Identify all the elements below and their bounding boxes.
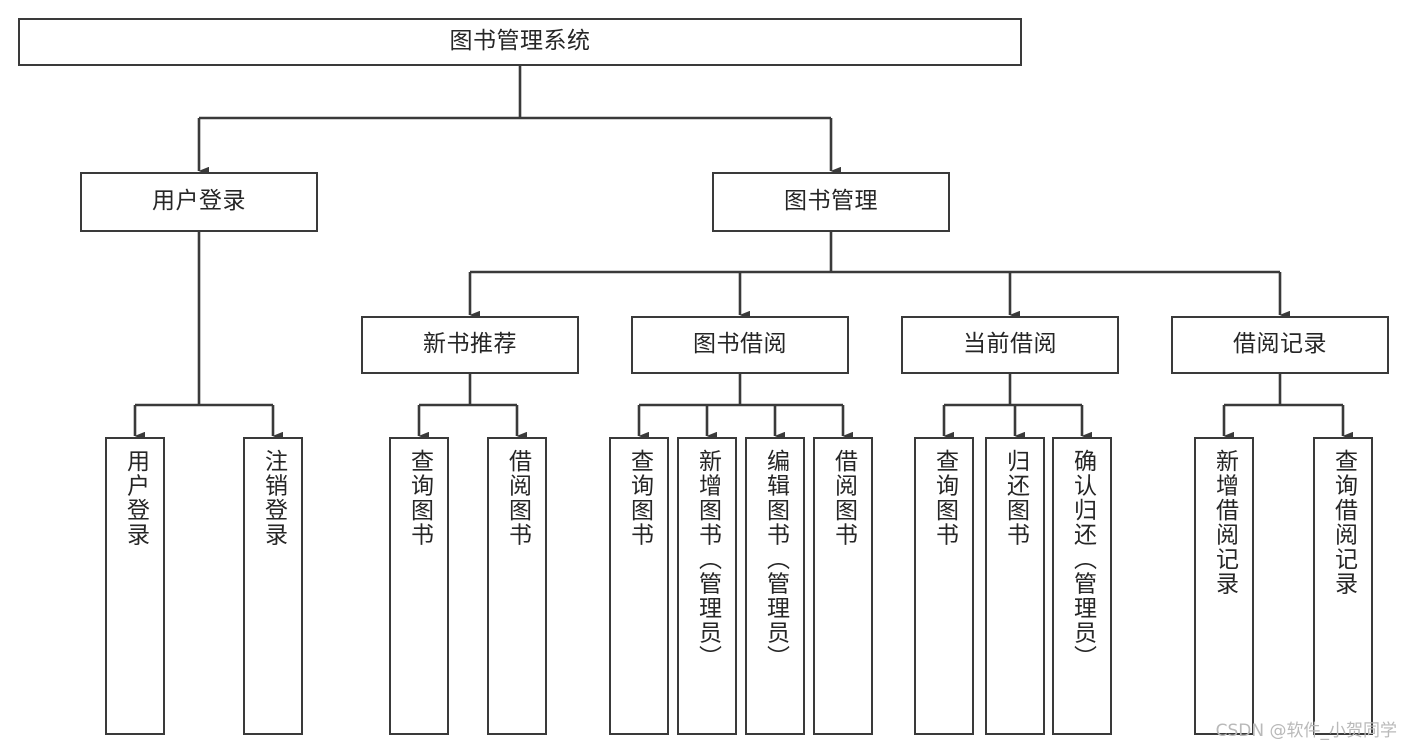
node-book-borrow[interactable]: 图书借阅 (631, 316, 849, 374)
node-root[interactable]: 图书管理系统 (18, 18, 1022, 66)
node-leaf-bb-add[interactable]: 新增图书（管理员） (677, 437, 737, 735)
node-label-leaf-bb-borrow: 借阅图书 (830, 449, 857, 547)
node-leaf-br-add[interactable]: 新增借阅记录 (1194, 437, 1254, 735)
node-book-manage[interactable]: 图书管理 (712, 172, 950, 232)
node-leaf-bb-borrow[interactable]: 借阅图书 (813, 437, 873, 735)
node-leaf-cb-query[interactable]: 查询图书 (914, 437, 974, 735)
node-leaf-rec-query[interactable]: 查询图书 (389, 437, 449, 735)
node-label-leaf-bb-edit: 编辑图书（管理员） (762, 449, 789, 670)
node-borrow-record[interactable]: 借阅记录 (1171, 316, 1389, 374)
node-leaf-bb-edit[interactable]: 编辑图书（管理员） (745, 437, 805, 735)
node-new-book-rec[interactable]: 新书推荐 (361, 316, 579, 374)
watermark-label: CSDN @软件_小贺同学 (1215, 721, 1397, 741)
node-leaf-br-query[interactable]: 查询借阅记录 (1313, 437, 1373, 735)
node-label-leaf-rec-borrow: 借阅图书 (504, 449, 531, 547)
node-label-user-login: 用户登录 (152, 188, 246, 215)
node-label-leaf-br-query: 查询借阅记录 (1330, 449, 1357, 596)
node-label-root: 图书管理系统 (449, 28, 591, 55)
node-label-leaf-user-logout: 注销登录 (260, 449, 287, 547)
node-label-current-borrow: 当前借阅 (963, 331, 1057, 358)
node-leaf-bb-query[interactable]: 查询图书 (609, 437, 669, 735)
node-leaf-user-logout[interactable]: 注销登录 (243, 437, 303, 735)
node-label-leaf-bb-add: 新增图书（管理员） (694, 449, 721, 670)
node-leaf-cb-confirm[interactable]: 确认归还（管理员） (1052, 437, 1112, 735)
node-label-leaf-cb-return: 归还图书 (1002, 449, 1029, 547)
node-label-book-borrow: 图书借阅 (693, 331, 787, 358)
node-label-leaf-cb-confirm: 确认归还（管理员） (1069, 449, 1096, 670)
node-label-leaf-rec-query: 查询图书 (406, 449, 433, 547)
node-label-leaf-cb-query: 查询图书 (931, 449, 958, 547)
node-leaf-user-login[interactable]: 用户登录 (105, 437, 165, 735)
node-label-leaf-user-login: 用户登录 (122, 449, 149, 547)
node-current-borrow[interactable]: 当前借阅 (901, 316, 1119, 374)
node-label-book-manage: 图书管理 (784, 188, 878, 215)
node-label-new-book-rec: 新书推荐 (423, 331, 517, 358)
node-leaf-cb-return[interactable]: 归还图书 (985, 437, 1045, 735)
node-label-leaf-br-add: 新增借阅记录 (1211, 449, 1238, 596)
node-leaf-rec-borrow[interactable]: 借阅图书 (487, 437, 547, 735)
node-user-login[interactable]: 用户登录 (80, 172, 318, 232)
node-label-leaf-bb-query: 查询图书 (626, 449, 653, 547)
node-label-borrow-record: 借阅记录 (1233, 331, 1327, 358)
edge-group (133, 66, 1353, 441)
